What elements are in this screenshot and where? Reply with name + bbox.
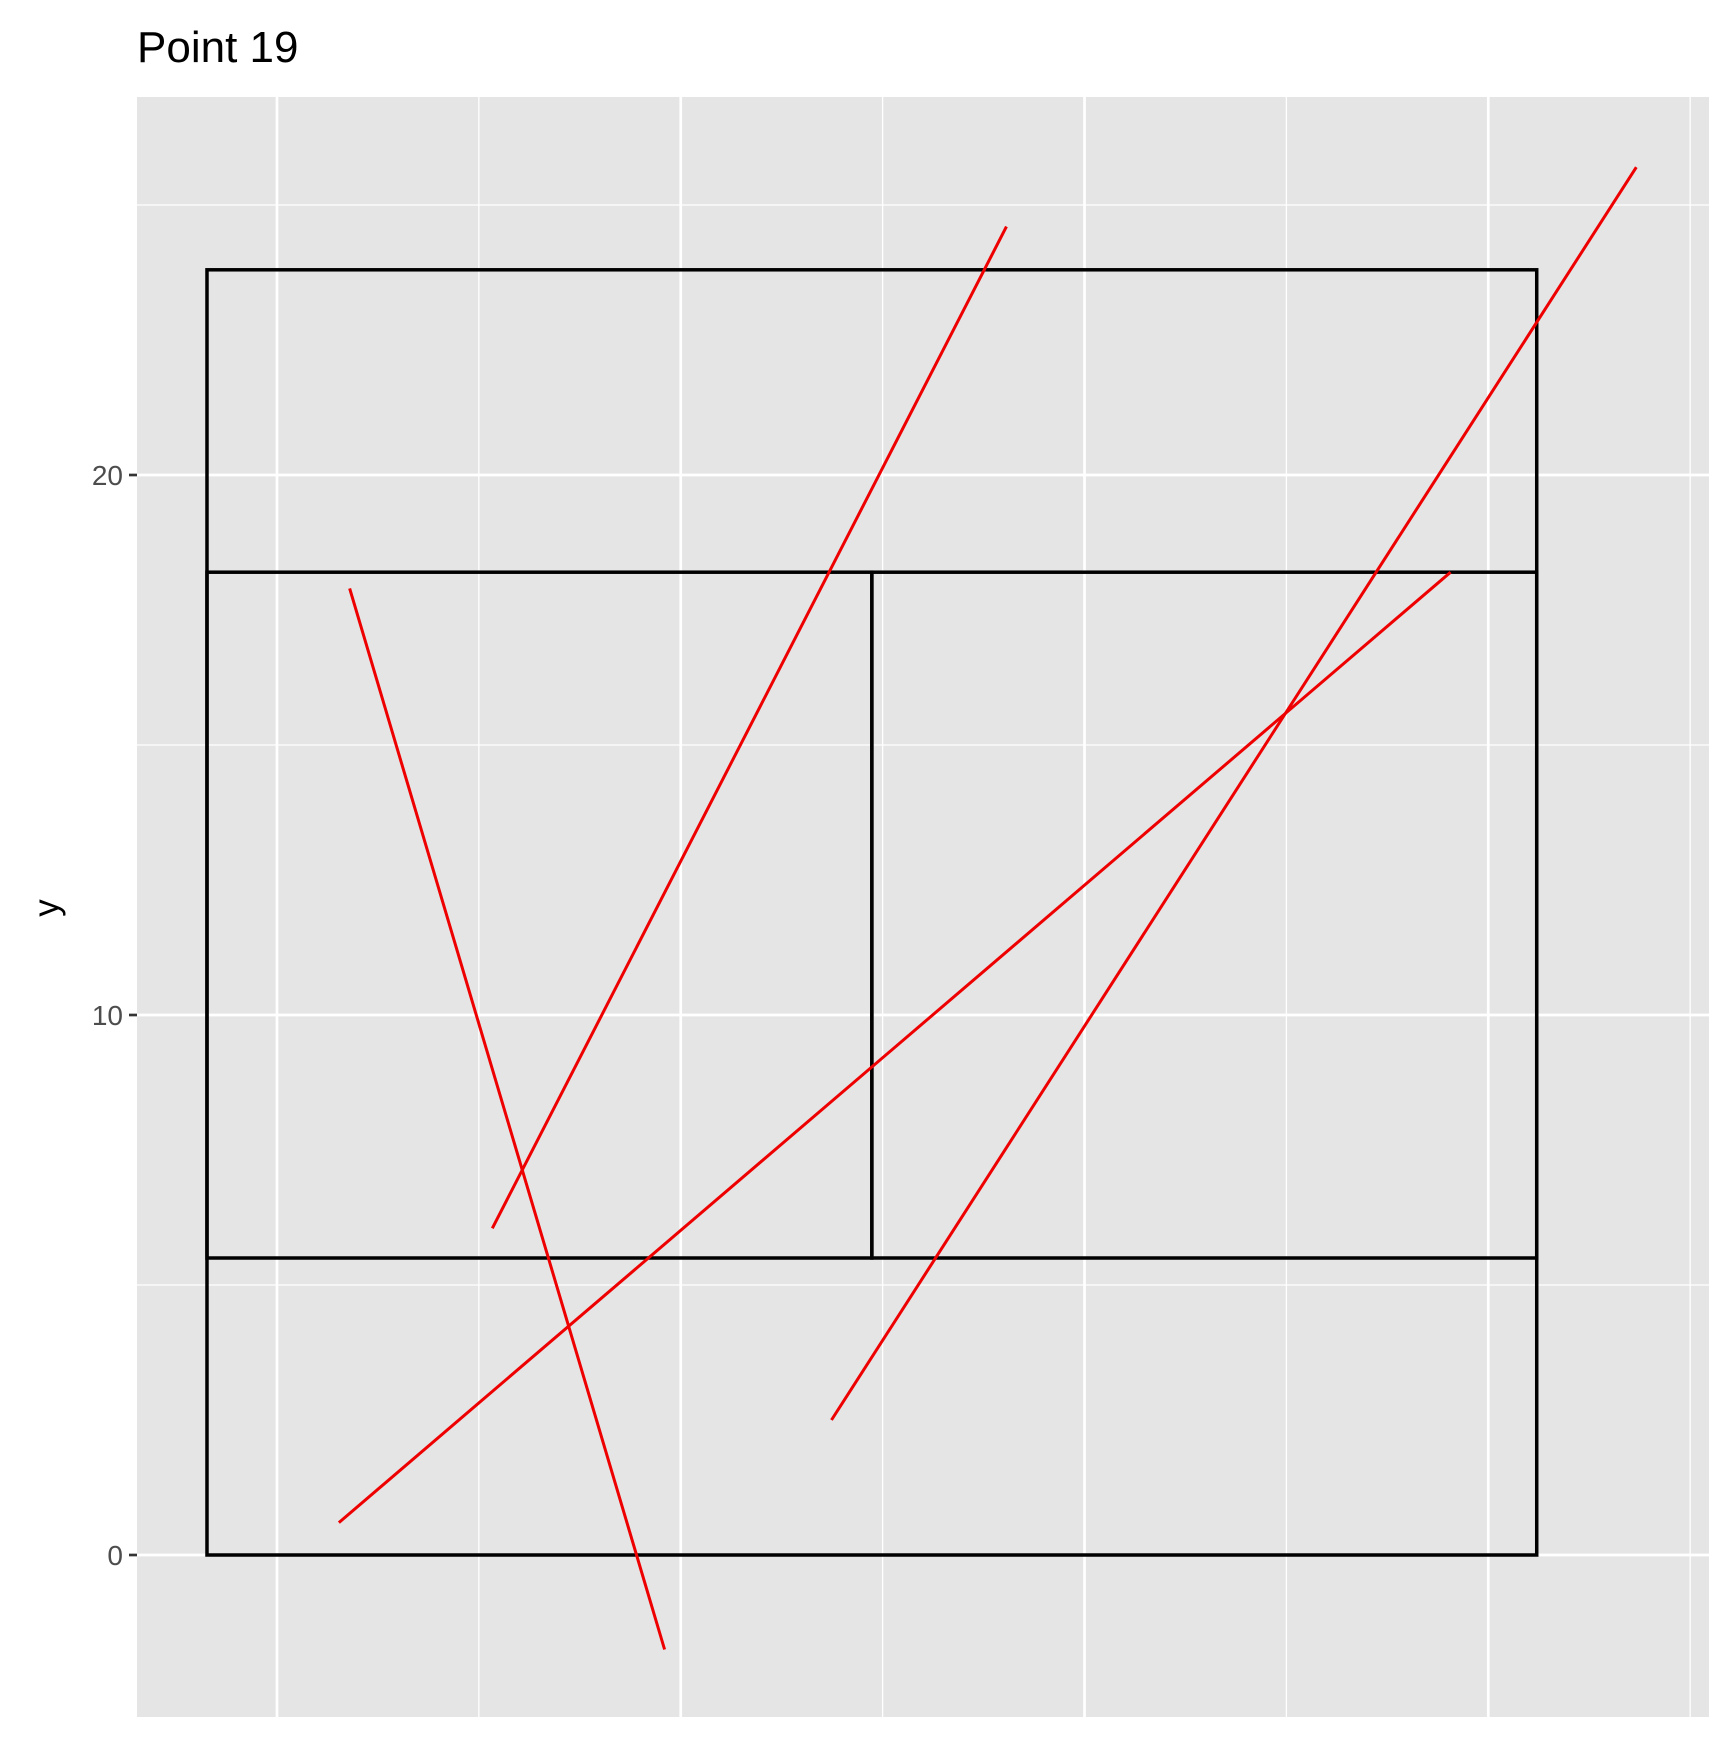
y-tick-label: 0 — [107, 1540, 123, 1571]
shapes-layer — [205, 268, 1539, 1557]
y-tick-label: 20 — [92, 460, 123, 491]
y-axis-title: y — [27, 899, 66, 917]
y-tick-label: 10 — [92, 1000, 123, 1031]
y-axis: 0 10 20 — [92, 460, 137, 1571]
red-line-segment — [348, 587, 667, 1650]
red-line-segment — [490, 225, 1008, 1229]
red-line-segment — [830, 166, 1638, 1421]
red-lines-layer — [337, 166, 1638, 1650]
red-line-segment — [337, 571, 1452, 1524]
plot-panel — [137, 97, 1709, 1717]
chart-title: Point 19 — [137, 23, 298, 72]
rectangle-shape — [870, 570, 1539, 1260]
